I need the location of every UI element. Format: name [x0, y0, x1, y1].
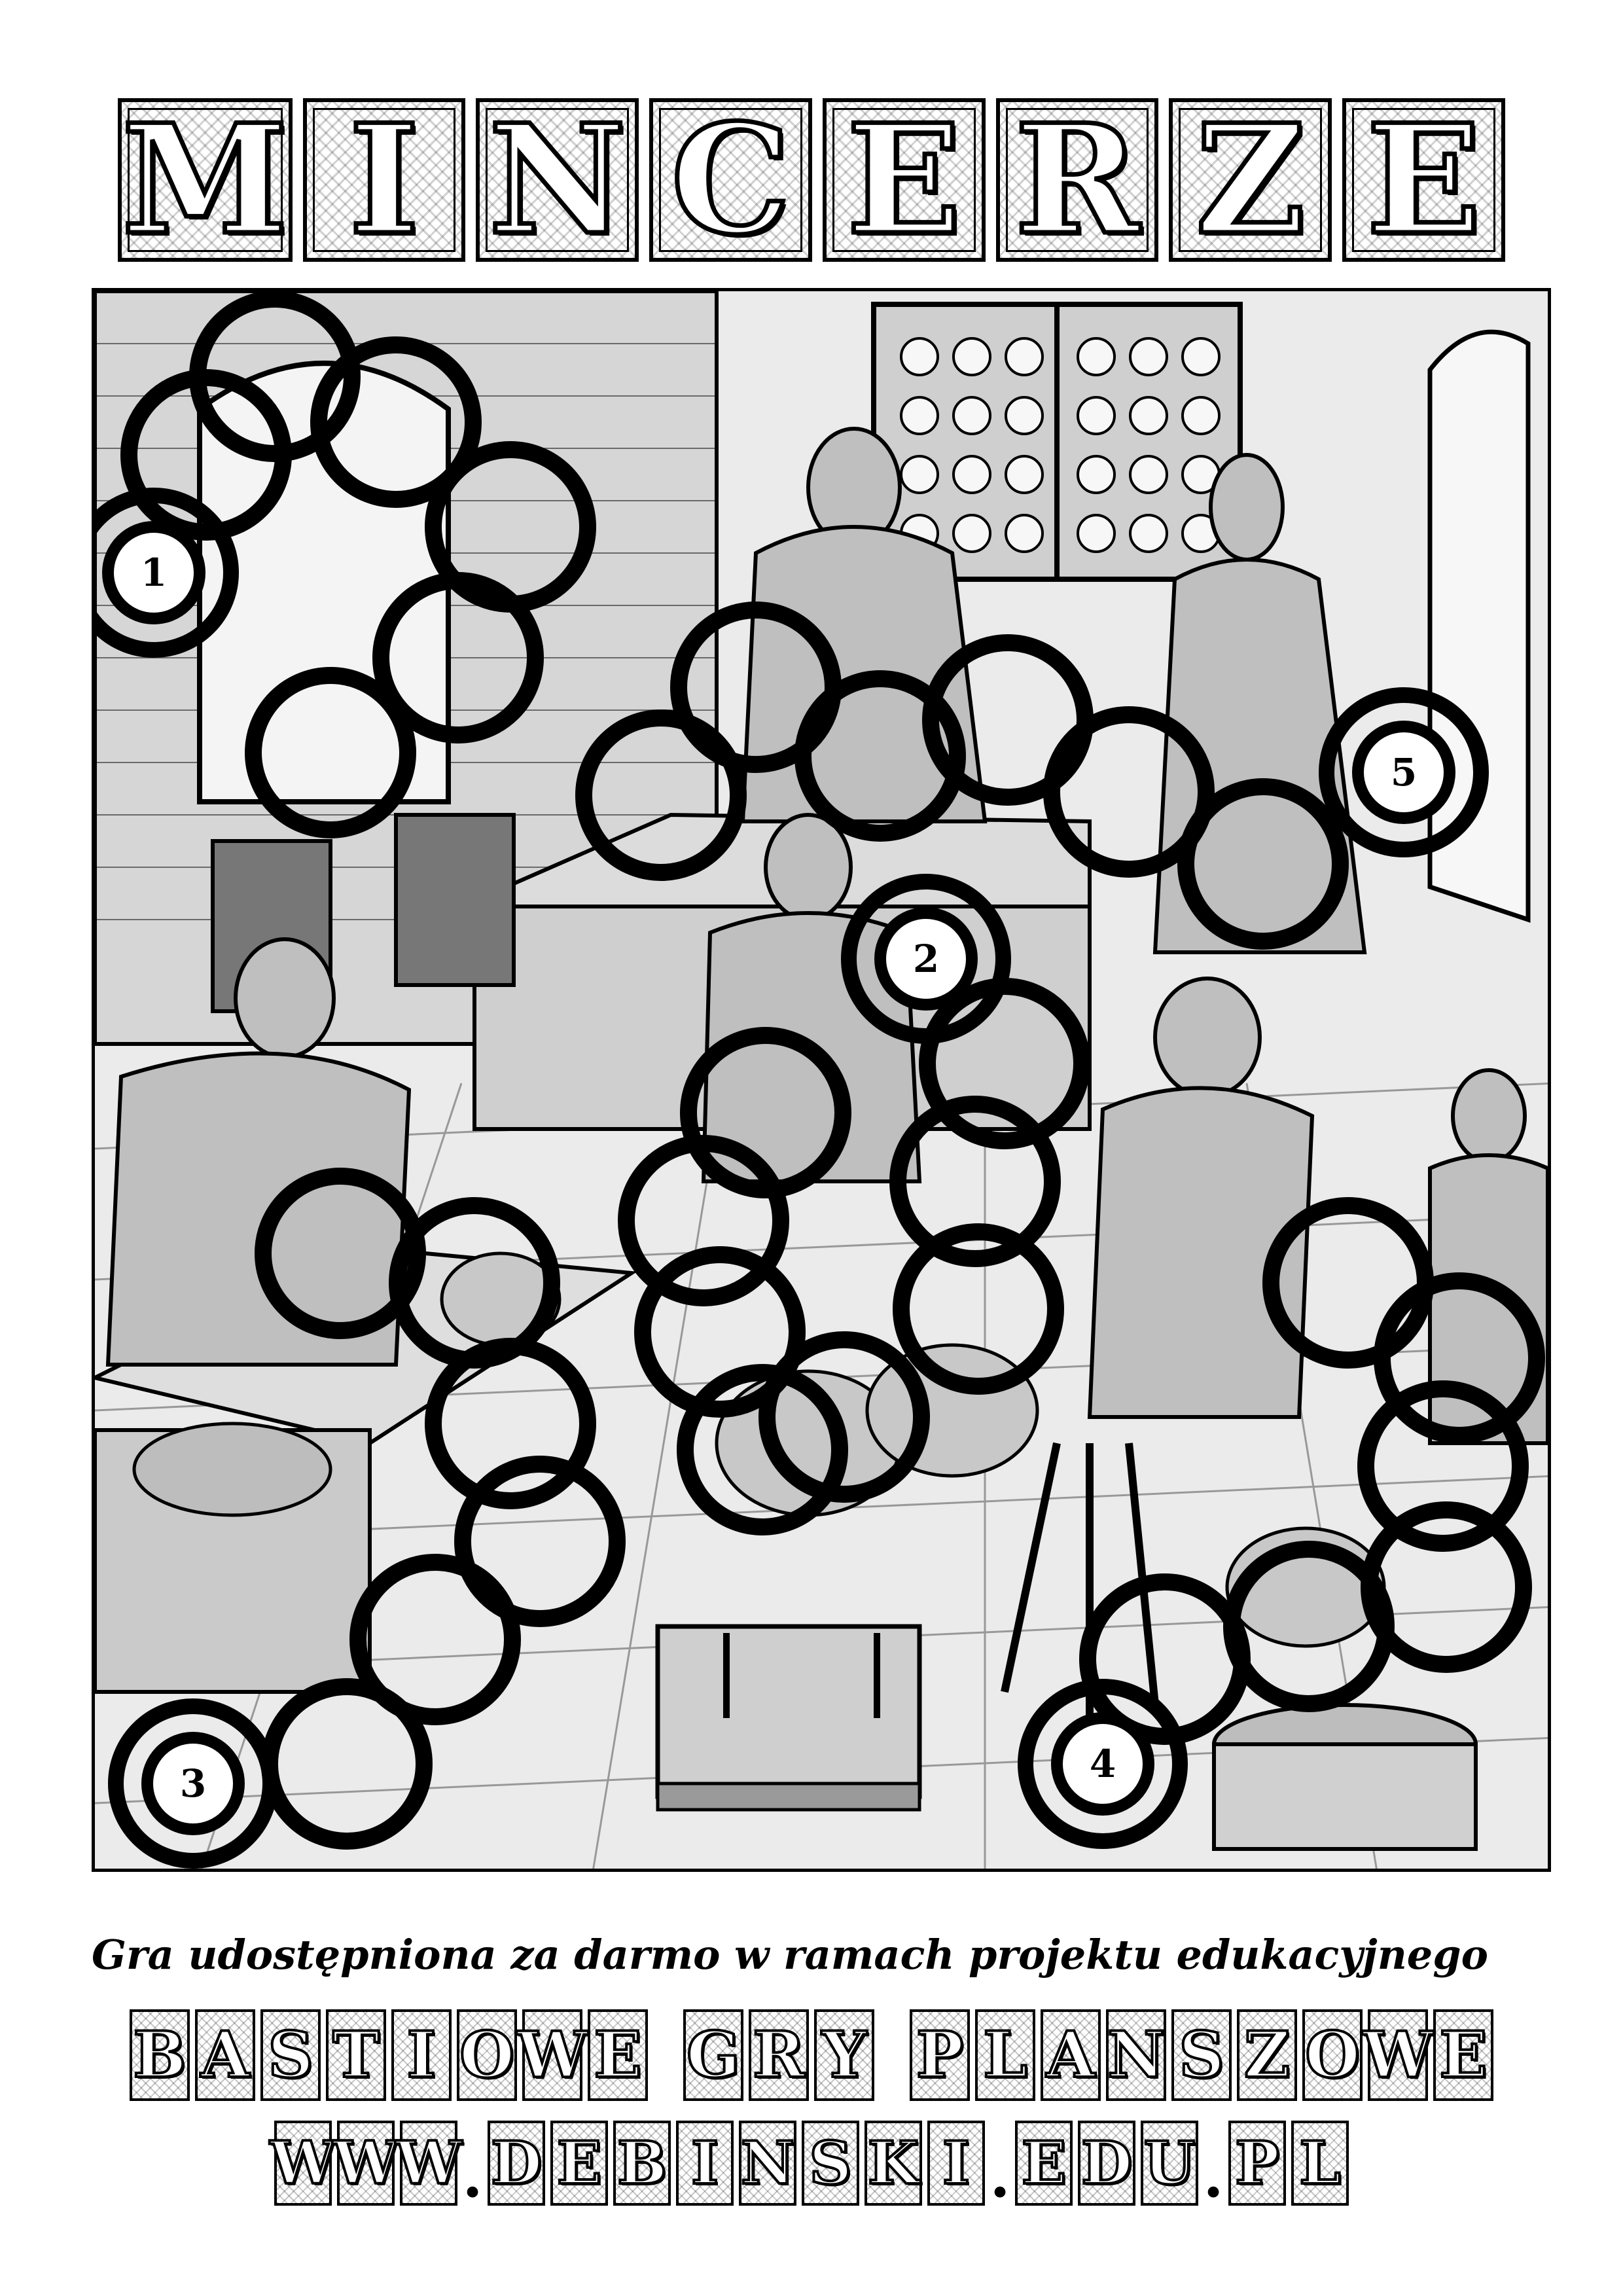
decorative-letter: O — [457, 2009, 517, 2101]
dot-char: . — [990, 2142, 1010, 2211]
start-field-outer-ring — [108, 1698, 278, 1869]
decorative-letter: E — [550, 2121, 608, 2206]
path-field[interactable] — [1374, 1272, 1545, 1444]
decorative-letter: D — [1078, 2121, 1135, 2206]
start-field-outer-ring — [1018, 1679, 1188, 1849]
word-gap — [880, 2009, 904, 2101]
decorative-letter: W — [1361, 2009, 1435, 2101]
decorative-letter: I — [391, 2009, 452, 2101]
start-field-number: 5 — [1391, 750, 1417, 795]
workshop-backdrop — [95, 291, 1548, 1869]
decorative-letter: W — [516, 2009, 589, 2101]
start-field-number: 4 — [1090, 1742, 1116, 1786]
title-letter: Z — [1169, 98, 1332, 262]
path-field[interactable] — [1177, 778, 1349, 950]
start-field-outer-ring — [95, 488, 239, 658]
dot-char: . — [1203, 2142, 1224, 2211]
path-field[interactable] — [454, 1456, 626, 1627]
start-field-number: 1 — [141, 550, 167, 595]
decorative-letter: S — [802, 2121, 859, 2206]
start-field-outer-ring — [1319, 687, 1489, 857]
start-field[interactable]: 3 — [108, 1698, 278, 1869]
decorative-letter: P — [1228, 2121, 1286, 2206]
title-letter: N — [476, 98, 639, 262]
decorative-letter: D — [488, 2121, 545, 2206]
path-field[interactable] — [889, 1096, 1061, 1267]
path-field[interactable] — [618, 1135, 789, 1306]
title-letter: C — [649, 98, 812, 262]
decorative-letter: I — [676, 2121, 734, 2206]
decorative-letter: K — [865, 2121, 922, 2206]
decorative-letter: U — [1141, 2121, 1198, 2206]
decorative-letter: B — [130, 2009, 190, 2101]
decorative-letter: W — [268, 2121, 338, 2206]
start-field-outer-ring — [841, 874, 1011, 1044]
game-board: 1 2 3 4 5 — [92, 288, 1551, 1872]
start-field[interactable]: 1 — [95, 488, 239, 658]
start-field-inner-ring — [1051, 1712, 1154, 1816]
decorative-letter: S — [1171, 2009, 1232, 2101]
project-description: Gra udostępniona za darmo w ramach proje… — [92, 1931, 1488, 1979]
dot-char: . — [462, 2142, 483, 2211]
path-field[interactable] — [310, 336, 482, 508]
title-letter: M — [118, 98, 293, 262]
decorative-letter: G — [683, 2009, 743, 2101]
path-field[interactable] — [575, 709, 747, 881]
decorative-letter: E — [1015, 2121, 1073, 2206]
start-field[interactable]: 4 — [1018, 1679, 1188, 1849]
decorative-letter: A — [195, 2009, 255, 2101]
path-field[interactable] — [758, 1331, 930, 1503]
title-letter: E — [822, 98, 986, 262]
path-field[interactable] — [120, 369, 292, 541]
decorative-letter: Y — [814, 2009, 874, 2101]
decorative-letter: Z — [1237, 2009, 1297, 2101]
path-field[interactable] — [245, 667, 416, 838]
title-letter: R — [995, 98, 1159, 262]
path-field[interactable] — [634, 1246, 806, 1418]
path-field[interactable] — [255, 1168, 426, 1339]
path-field[interactable] — [677, 1364, 848, 1535]
path-field[interactable] — [1357, 1380, 1529, 1552]
start-field[interactable]: 2 — [841, 874, 1011, 1044]
decorative-letter: A — [1041, 2009, 1101, 2101]
path-field[interactable] — [893, 1223, 1064, 1395]
decorative-letter: T — [326, 2009, 386, 2101]
decorative-letter: O — [1302, 2009, 1363, 2101]
decorative-letter: R — [749, 2009, 809, 2101]
start-fields: 1 2 3 4 5 — [95, 488, 1489, 1869]
path-field[interactable] — [372, 572, 544, 744]
start-field-inner-ring — [141, 1732, 245, 1835]
decorative-letter: L — [975, 2009, 1035, 2101]
decorative-letter: W — [331, 2121, 401, 2206]
start-field[interactable]: 5 — [1319, 687, 1489, 857]
title-letter: I — [302, 98, 466, 262]
start-field-number: 3 — [180, 1761, 206, 1806]
path-field[interactable] — [1079, 1573, 1251, 1745]
path-field[interactable] — [349, 1554, 521, 1725]
start-field-inner-ring — [102, 521, 205, 624]
decorative-letter: L — [1291, 2121, 1349, 2206]
path-field[interactable] — [794, 670, 966, 842]
decorative-letter: E — [1433, 2009, 1493, 2101]
word-gap — [653, 2009, 678, 2101]
decorative-letter: I — [927, 2121, 985, 2206]
start-field-inner-ring — [874, 907, 978, 1011]
path-field[interactable] — [425, 1338, 596, 1509]
decorative-letter: W — [394, 2121, 463, 2206]
board-illustration: 1 2 3 4 5 — [95, 291, 1548, 1869]
decorative-letter: P — [910, 2009, 970, 2101]
decorative-letter: B — [613, 2121, 671, 2206]
start-field-number: 2 — [913, 937, 939, 981]
decorative-letter: E — [588, 2009, 648, 2101]
decorative-letter: N — [739, 2121, 796, 2206]
decorative-letter: S — [260, 2009, 321, 2101]
start-field-inner-ring — [1352, 721, 1455, 824]
title-letter: E — [1342, 98, 1505, 262]
path-field[interactable] — [1043, 706, 1215, 878]
decorative-letter: N — [1106, 2009, 1166, 2101]
